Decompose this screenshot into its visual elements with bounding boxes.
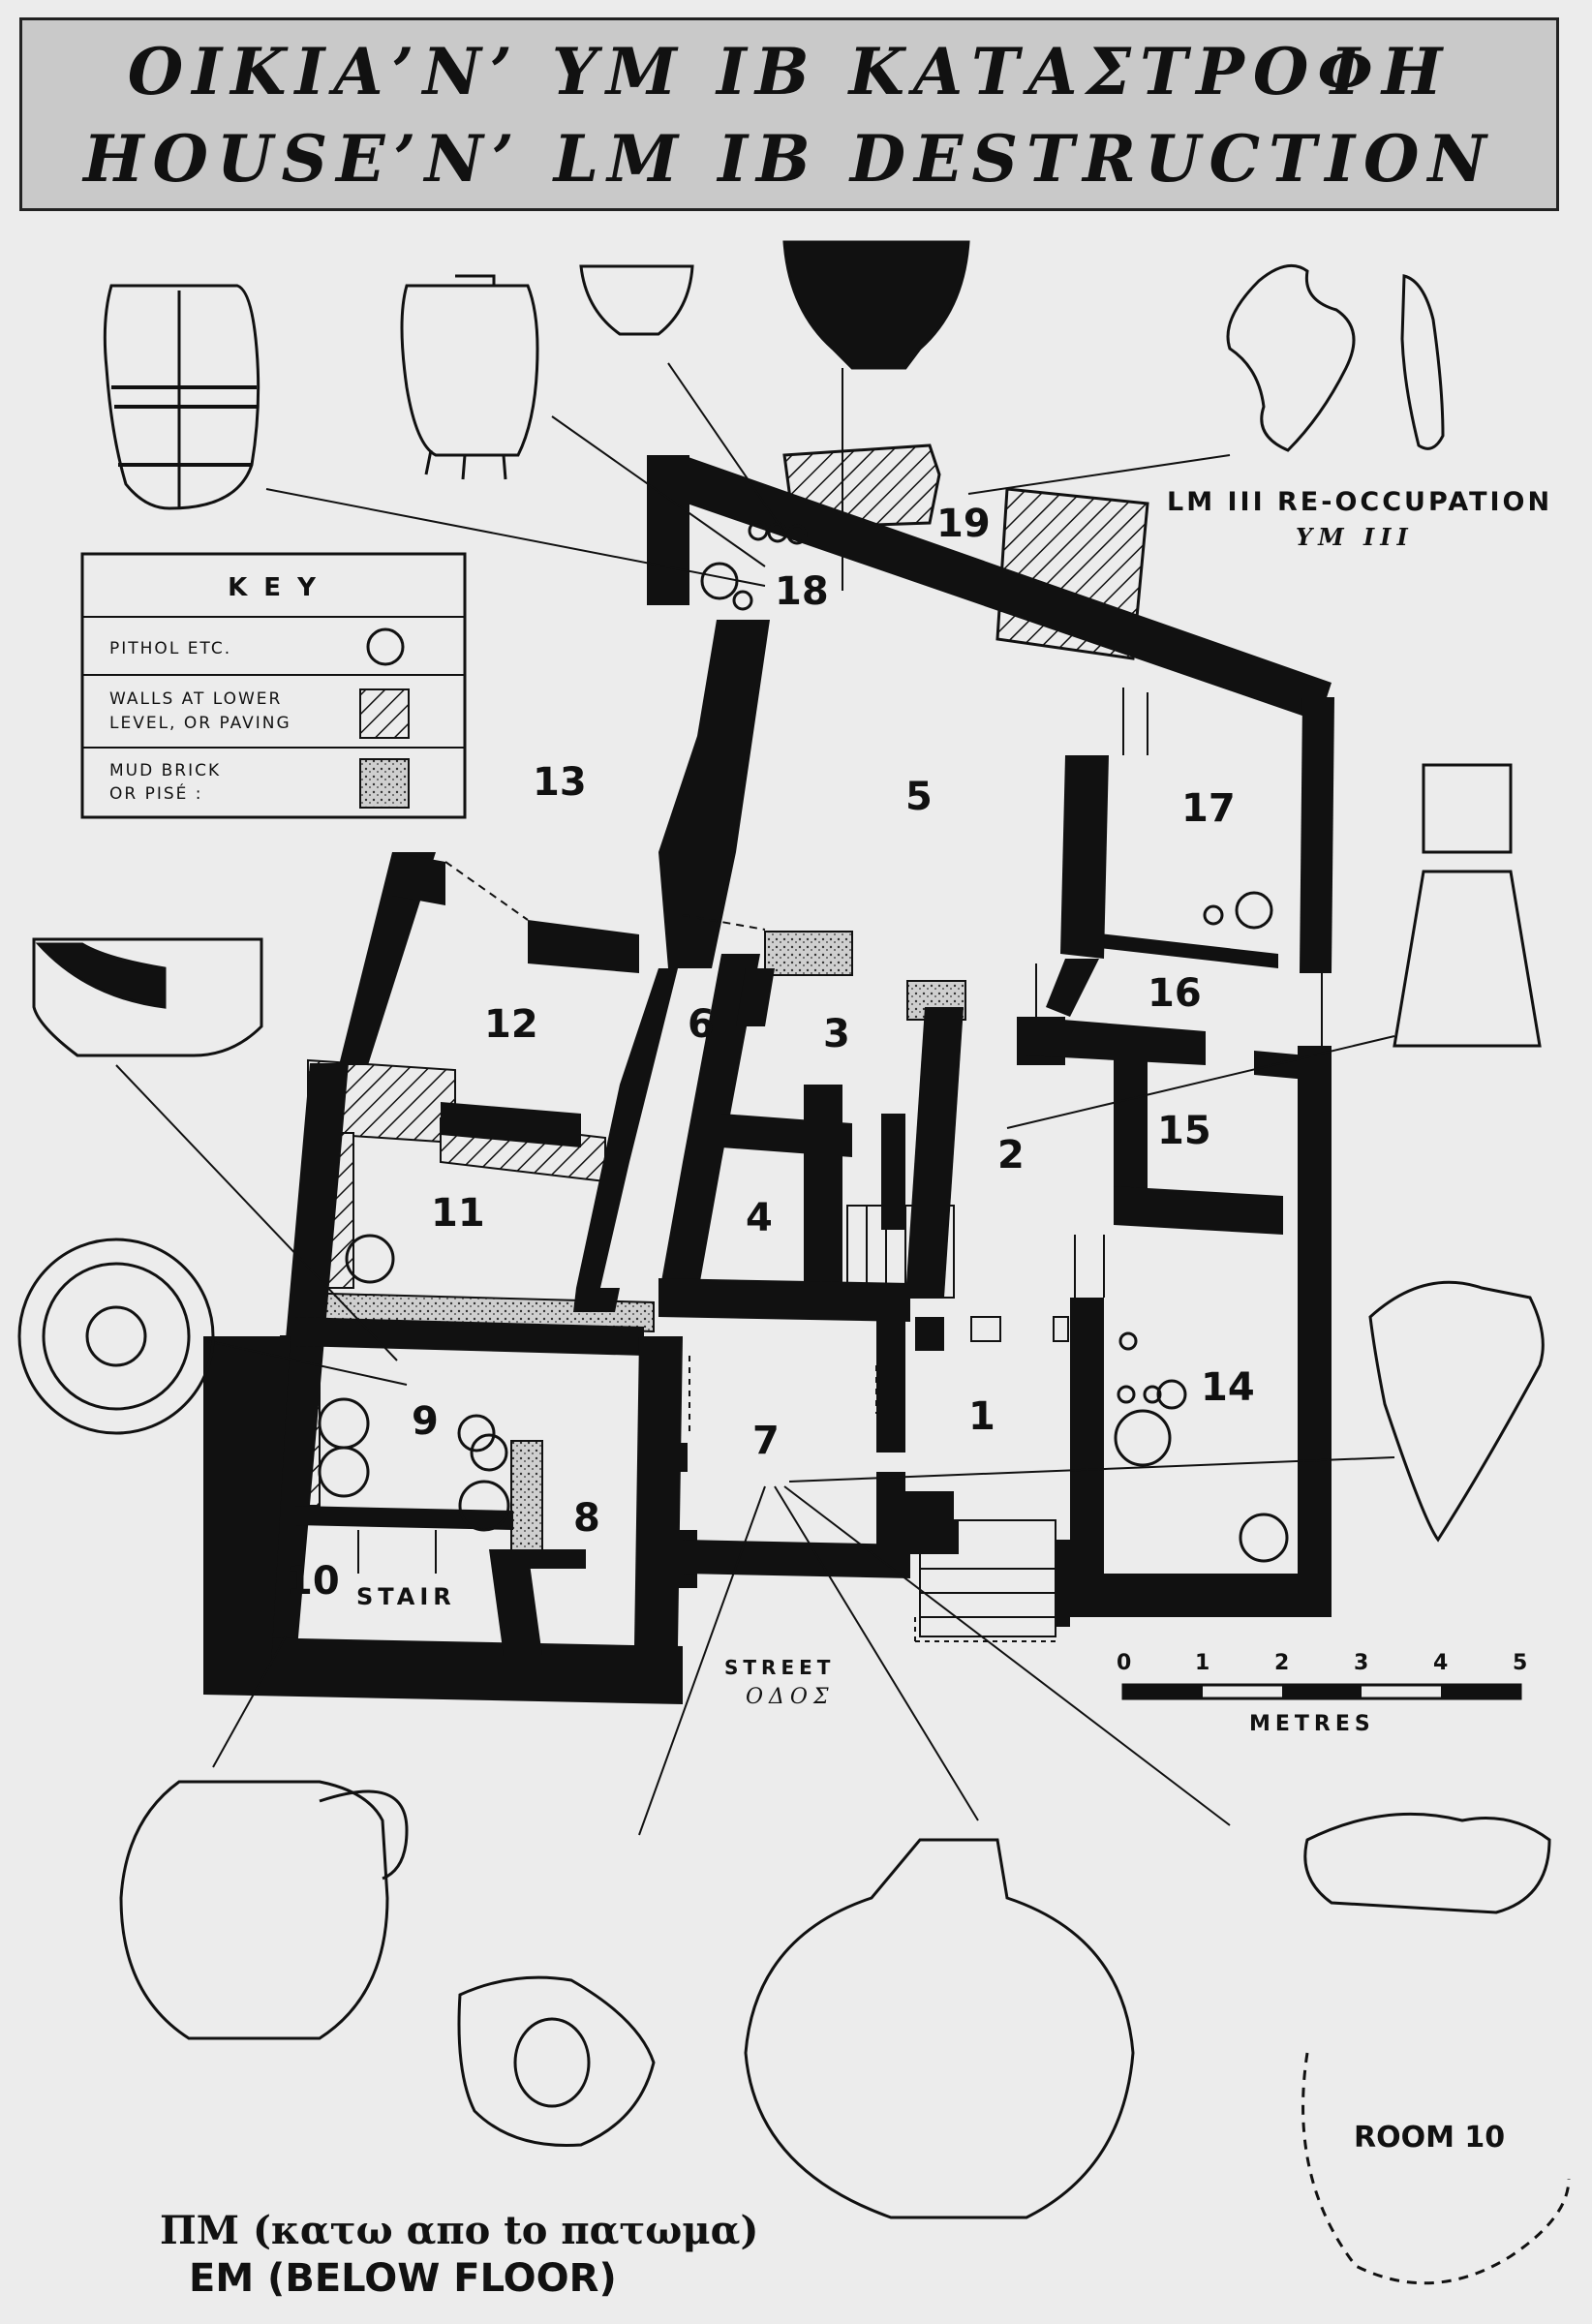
em-greek-caption: ΠΜ (κατω απο to πατωμα) [160, 2208, 759, 2253]
scale-bar [1121, 1683, 1522, 1700]
octopus-jar-drawing [744, 1838, 1135, 2219]
room-10-label: 10 [286, 1559, 340, 1604]
scale-tick-1: 1 [1195, 1651, 1210, 1675]
jug-drawing [119, 1780, 389, 2040]
room-7-label: 7 [752, 1419, 780, 1463]
room-19-label: 19 [936, 502, 991, 546]
pithoi [318, 520, 1289, 1563]
reoccupation-label: LM III RE-OCCUPATION [1167, 487, 1553, 517]
plate-drawing [17, 1238, 215, 1435]
room-14-label: 14 [1201, 1365, 1255, 1410]
scale-unit: METRES [1249, 1712, 1375, 1736]
room-4-label: 4 [746, 1196, 773, 1240]
room-5-label: 5 [905, 775, 933, 819]
room10-caption: ROOM 10 [1354, 2121, 1506, 2155]
goblet-drawing [782, 240, 970, 370]
room-2-label: 2 [997, 1133, 1025, 1177]
street-greek-label: ΟΔΟΣ [746, 1685, 835, 1709]
mud-brick-areas [294, 931, 966, 1558]
room-11-label: 11 [431, 1191, 485, 1236]
hatch-key-symbol [359, 688, 410, 739]
key-item-mudbrick-line1: MUD BRICK [109, 761, 222, 780]
key-item-walls-line1: WALLS AT LOWER [109, 689, 283, 709]
seal-fragment-drawing [457, 1975, 656, 2148]
room-13-label: 13 [533, 760, 587, 805]
street-label: STREET [724, 1656, 836, 1679]
title-banner: ΟΙΚΙΑ’Ν’ ΥΜ ΙΒ ΚΑΤΑΣΤΡΟΦΗ HOUSE’N’ LM IB… [19, 17, 1559, 211]
shell-rhyton-drawing [1303, 1812, 1551, 1914]
em-english-caption: EM (BELOW FLOOR) [189, 2256, 617, 2301]
reoccupation-greek-label: ΥΜ ΙΙΙ [1296, 523, 1414, 551]
interior-stairs [357, 688, 1323, 1642]
room-17-label: 17 [1181, 786, 1236, 831]
room-16-label: 16 [1148, 971, 1202, 1016]
room-6-label: 6 [688, 1002, 715, 1047]
room-8-label: 8 [573, 1496, 600, 1541]
key-item-pithoi: PITHOL ETC. [109, 639, 232, 658]
room-12-label: 12 [484, 1002, 538, 1047]
title-english: HOUSE’N’ LM IB DESTRUCTION [83, 121, 1495, 197]
pithos-key-symbol [366, 627, 405, 666]
room-1-label: 1 [968, 1394, 995, 1439]
leader-lines [115, 362, 1395, 1836]
pithos-drawing [400, 284, 539, 457]
scale-tick-4: 4 [1433, 1651, 1449, 1675]
necklace-drawing [1301, 2052, 1571, 2285]
figurine-drawing [1226, 263, 1356, 452]
scale-tick-2: 2 [1274, 1651, 1290, 1675]
scale-tick-3: 3 [1354, 1651, 1369, 1675]
title-greek: ΟΙΚΙΑ’Ν’ ΥΜ ΙΒ ΚΑΤΑΣΤΡΟΦΗ [127, 34, 1452, 109]
room-9-label: 9 [412, 1399, 439, 1444]
key-item-mudbrick-line2: OR PISÉ : [109, 784, 203, 804]
bowl-drawing [32, 937, 263, 1057]
room-18-label: 18 [775, 569, 829, 614]
cup-drawing [579, 264, 694, 336]
stair-label: STAIR [356, 1583, 456, 1610]
rhyton-drawing [1368, 1280, 1545, 1543]
amphora-drawing [103, 284, 260, 510]
room-3-label: 3 [823, 1012, 850, 1056]
key-item-walls-line2: LEVEL, OR PAVING [109, 714, 291, 733]
stipple-key-symbol [359, 758, 410, 809]
key-legend [80, 552, 467, 819]
artifact-drawings [17, 240, 1571, 2285]
room-15-label: 15 [1157, 1109, 1211, 1153]
scale-tick-0: 0 [1117, 1651, 1132, 1675]
stand-drawing [1422, 763, 1513, 854]
scale-tick-5: 5 [1513, 1651, 1528, 1675]
key-heading: K E Y [228, 573, 320, 602]
